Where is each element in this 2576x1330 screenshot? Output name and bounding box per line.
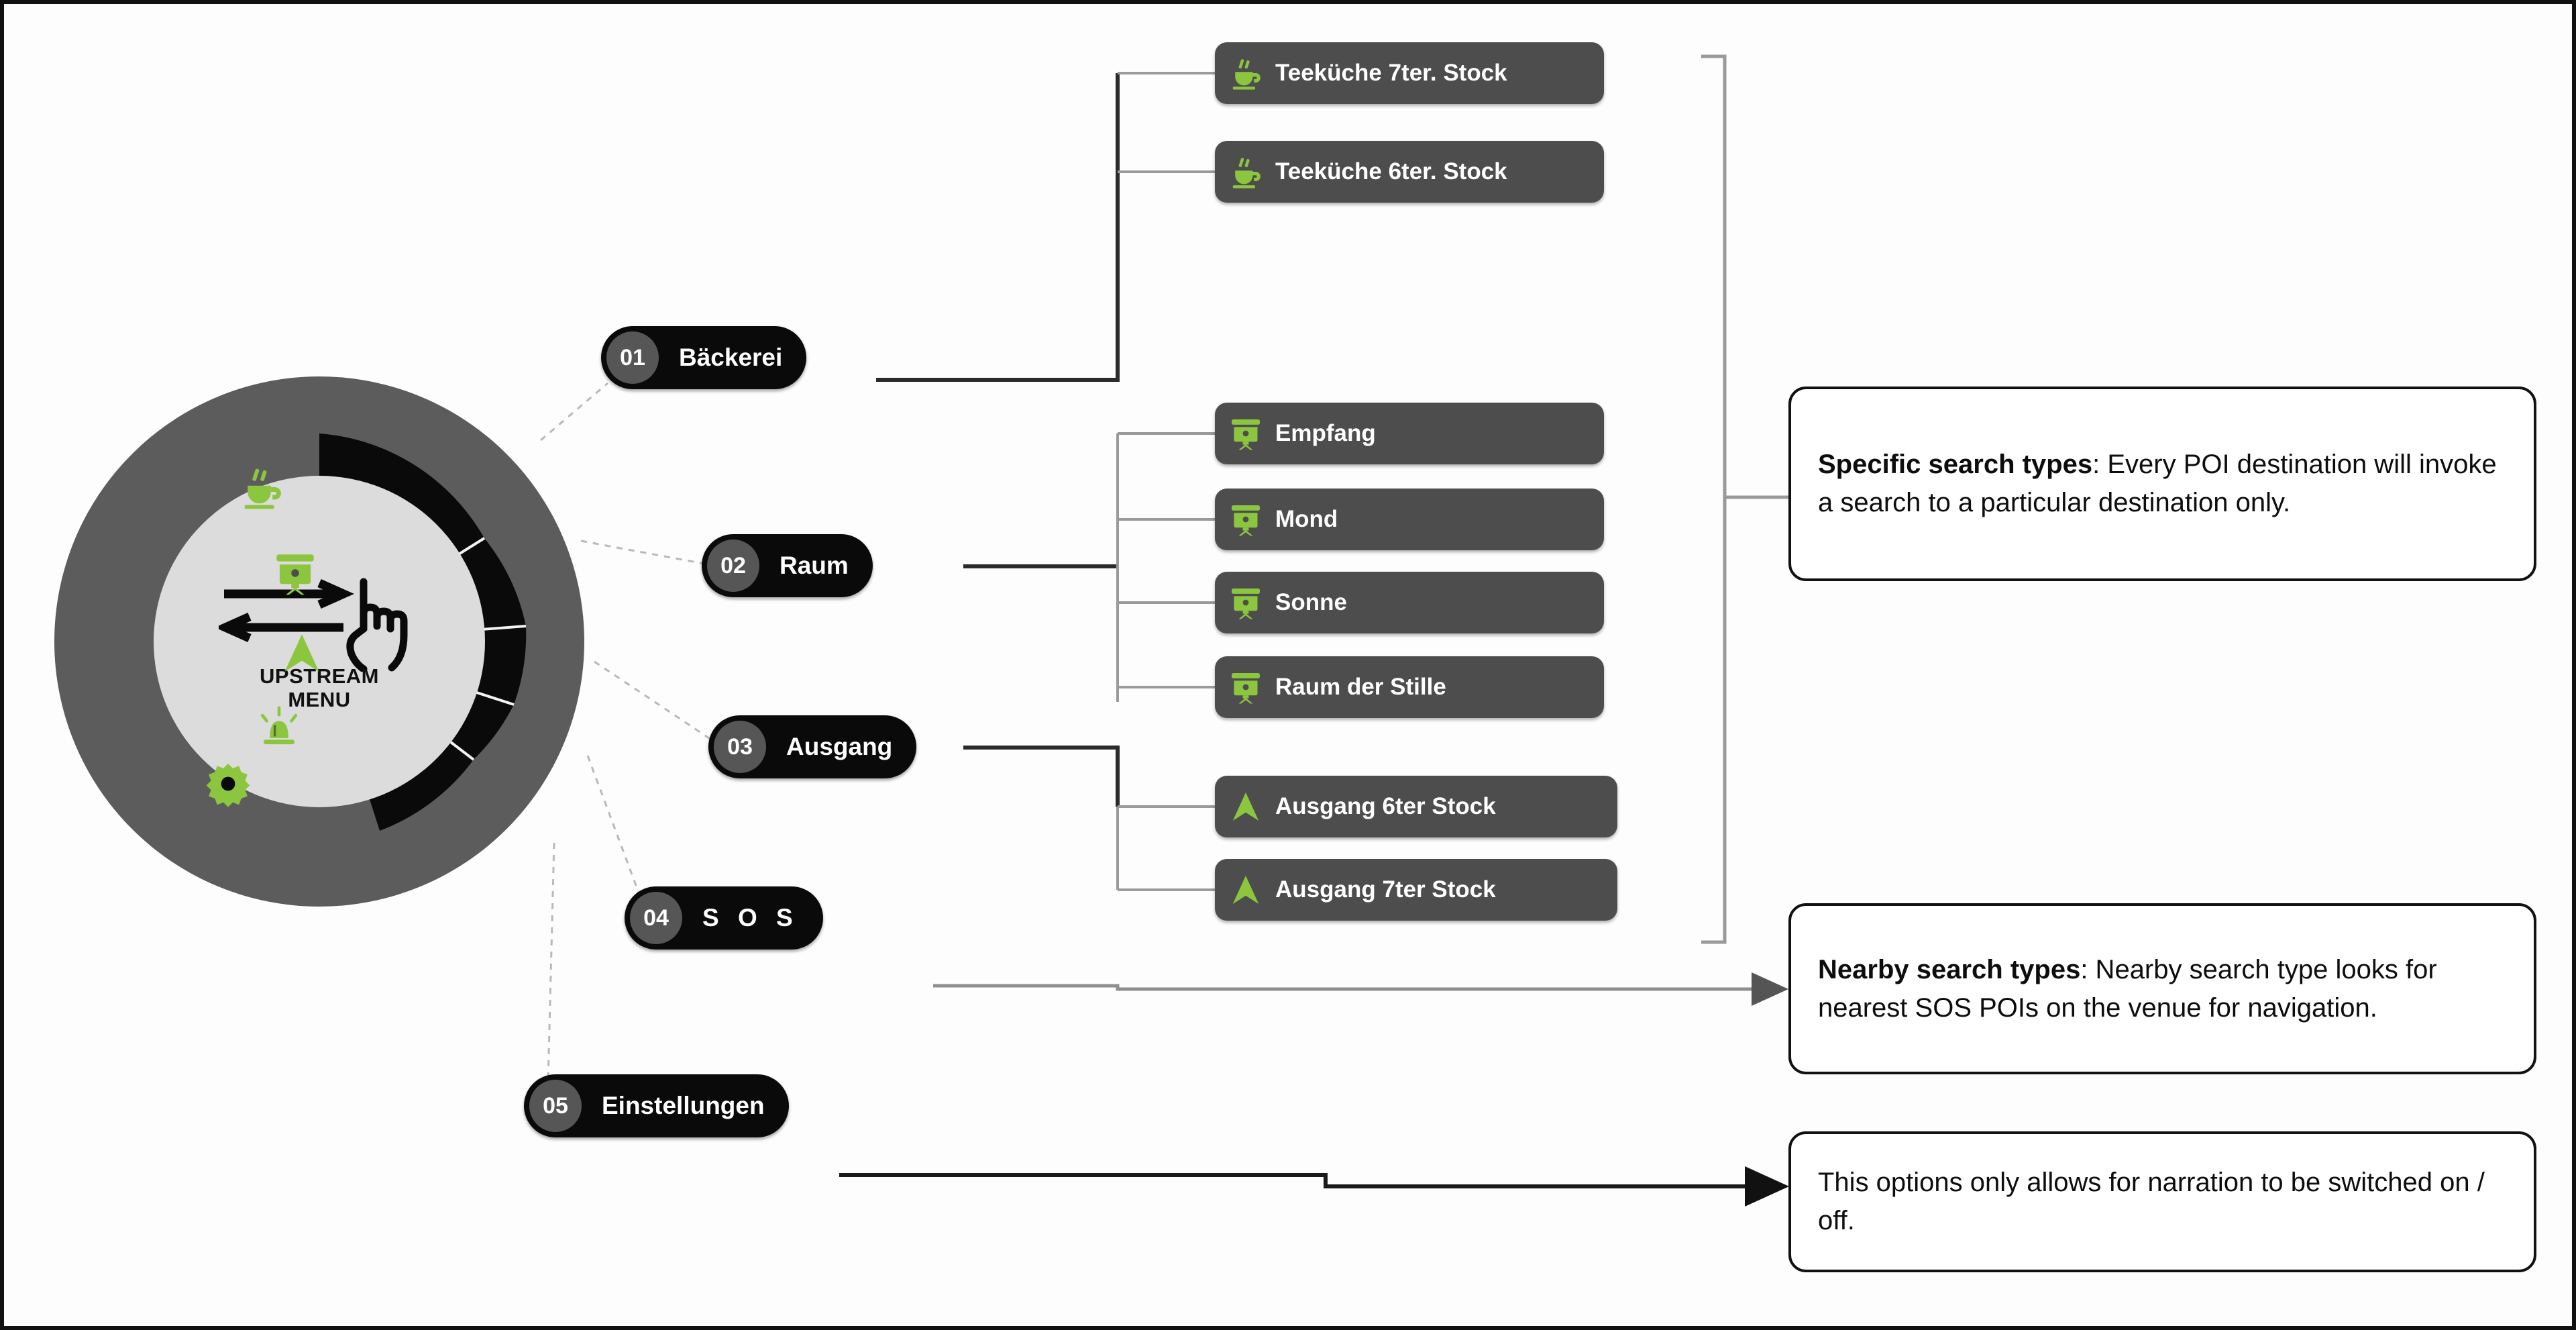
presentation-screen-icon[interactable] — [270, 548, 320, 598]
presentation-screen-icon — [1232, 505, 1260, 536]
poi-label: Ausgang 6ter Stock — [1275, 793, 1496, 819]
callout-text: This options only allows for narration t… — [1791, 1164, 2534, 1240]
menu-badge-05: 05 — [529, 1080, 582, 1132]
menu-item-04[interactable]: 04 S O S — [625, 886, 823, 950]
connector-layer — [540, 54, 1792, 1207]
connector-sos-to-callout — [933, 972, 1788, 1006]
connector-baeckerei — [876, 73, 1120, 382]
menu-label-02: Raum — [780, 552, 849, 579]
poi-pill-ausgang-6[interactable]: Ausgang 6ter Stock — [1215, 776, 1617, 837]
presentation-screen-icon — [1232, 419, 1260, 450]
callout-nearby-search-types: Nearby search types: Nearby search type … — [1788, 903, 2536, 1074]
gear-icon[interactable] — [203, 759, 253, 809]
menu-item-05[interactable]: 05 Einstellungen — [524, 1074, 789, 1137]
poi-label: Mond — [1275, 506, 1338, 532]
wheel-center: UPSTREAM MENU — [154, 476, 485, 807]
menu-badge-01: 01 — [606, 331, 659, 384]
poi-pill-mond[interactable]: Mond — [1215, 489, 1604, 550]
callout-settings-note: This options only allows for narration t… — [1788, 1131, 2536, 1272]
poi-pill-ausgang-7[interactable]: Ausgang 7ter Stock — [1215, 859, 1617, 921]
menu-badge-02: 02 — [707, 540, 759, 592]
menu-item-01[interactable]: 01 Bäckerei — [601, 326, 807, 389]
callout-rest: This options only allows for narration t… — [1818, 1168, 2485, 1235]
poi-pill-sonne[interactable]: Sonne — [1215, 572, 1604, 633]
poi-label: Empfang — [1275, 420, 1376, 446]
siren-alarm-icon[interactable] — [254, 704, 304, 754]
menu-label-03: Ausgang — [786, 733, 893, 760]
callout-specific-search-types: Specific search types: Every POI destina… — [1788, 387, 2536, 581]
callout-text: Specific search types: Every POI destina… — [1791, 446, 2534, 522]
menu-label-01: Bäckerei — [679, 344, 783, 371]
menu-badge-04: 04 — [630, 892, 682, 944]
navigation-arrow-icon — [1232, 876, 1259, 904]
menu-badge-03: 03 — [714, 721, 766, 773]
connector-ausgang — [963, 746, 1120, 807]
poi-pill-empfang[interactable]: Empfang — [1215, 403, 1604, 464]
connector-ausgang-branches — [1116, 805, 1215, 891]
callout-bold: Specific search types — [1818, 450, 2093, 480]
callout-bold: Nearby search types — [1818, 954, 2081, 984]
callout-rest: : Every POI destination will invoke a se… — [1818, 450, 2497, 517]
coffee-cup-icon[interactable] — [237, 462, 286, 512]
navigation-arrow-icon[interactable] — [277, 628, 327, 678]
connector-baeckerei-branches — [1118, 72, 1215, 173]
menu-label-04: S O S — [702, 904, 799, 931]
presentation-screen-icon — [1232, 589, 1260, 619]
callout-rest: : Nearby search type looks for nearest S… — [1818, 954, 2437, 1023]
presentation-screen-icon — [1232, 673, 1260, 704]
upstream-menu-wheel[interactable]: UPSTREAM MENU — [54, 376, 584, 907]
poi-label: Raum der Stille — [1275, 674, 1446, 700]
poi-label: Sonne — [1275, 589, 1347, 615]
menu-label-05: Einstellungen — [602, 1092, 765, 1119]
poi-label: Teeküche 7ter. Stock — [1275, 60, 1507, 86]
wheel-spoke-lines — [540, 382, 726, 1109]
menu-item-02[interactable]: 02 Raum — [702, 534, 873, 597]
poi-pill-teekueche-7[interactable]: Teeküche 7ter. Stock — [1215, 42, 1604, 104]
wheel-inner-disc — [154, 476, 485, 807]
callout-text: Nearby search types: Nearby search type … — [1791, 951, 2534, 1027]
wheel-segment-ring[interactable] — [111, 433, 527, 850]
connector-einstellungen-to-callout — [839, 1166, 1789, 1207]
poi-label: Ausgang 7ter Stock — [1275, 876, 1496, 903]
poi-label: Teeküche 6ter. Stock — [1275, 158, 1507, 185]
swipe-arrows-hand-icon — [219, 578, 408, 672]
navigation-arrow-icon — [1232, 792, 1259, 821]
poi-group-bracket — [1701, 54, 1792, 944]
poi-pill-raum-der-stille[interactable]: Raum der Stille — [1215, 656, 1604, 718]
coffee-cup-icon — [1232, 59, 1260, 90]
connector-raum-branches — [1116, 432, 1215, 702]
coffee-cup-icon — [1232, 158, 1260, 189]
menu-item-03[interactable]: 03 Ausgang — [708, 715, 917, 778]
upstream-menu-label: UPSTREAM MENU — [260, 664, 379, 711]
poi-pill-teekueche-6[interactable]: Teeküche 6ter. Stock — [1215, 141, 1604, 203]
